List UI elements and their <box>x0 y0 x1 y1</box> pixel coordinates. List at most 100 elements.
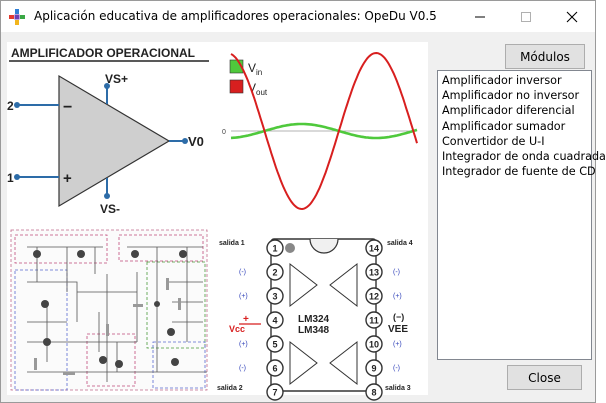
maximize-button[interactable] <box>503 1 549 32</box>
legend-vout-label: Vout <box>248 81 268 97</box>
resistor-3 <box>178 298 181 310</box>
close-window-button[interactable] <box>549 1 595 32</box>
module-item[interactable]: Integrador de onda cuadrada <box>442 150 606 164</box>
module-item[interactable]: Convertidor de U-I <box>442 134 545 148</box>
module-item[interactable]: Amplificador sumador <box>442 119 566 133</box>
chip-pin-number: 13 <box>369 268 379 278</box>
chip-name-lm348: LM348 <box>298 325 330 336</box>
transistor-q10 <box>171 358 179 366</box>
pin-2-polarity: (-) <box>239 269 246 276</box>
opamp-a-symbol <box>289 262 318 308</box>
vs-minus-label: VS- <box>100 202 120 216</box>
chip-pin-number: 11 <box>369 316 379 326</box>
salida-3-label: salida 3 <box>385 385 411 392</box>
chip-pin-number: 14 <box>369 244 379 254</box>
chip-pin-circle <box>365 239 383 257</box>
resistor-2 <box>166 278 169 290</box>
minimize-button[interactable] <box>457 1 503 32</box>
opamp-b-symbol <box>289 340 318 386</box>
window-title: Aplicación educativa de amplificadores o… <box>34 9 437 23</box>
chip-pin-circle <box>365 359 383 377</box>
chip-pin-number: 7 <box>272 388 277 398</box>
pin-5-polarity: (+) <box>239 341 248 348</box>
chip-pin-circle <box>365 383 383 401</box>
transistor-q3 <box>131 250 139 258</box>
chip-pin-circle <box>365 311 383 329</box>
transistor-q6 <box>43 338 51 346</box>
wave-zero-label: 0 <box>222 129 226 136</box>
schematic-section-f <box>152 341 206 389</box>
pin-3-polarity: (+) <box>239 293 248 300</box>
opamp-triangle <box>58 74 171 208</box>
transistor-q1 <box>33 250 41 258</box>
pin-10-polarity: (+) <box>393 341 402 348</box>
transistor-q5 <box>41 300 49 308</box>
resistor-4 <box>34 358 37 370</box>
transistor-q8 <box>115 360 123 368</box>
client-area: AMPLIFICADOR OPERACIONAL 2 1 − + VS+ VS- <box>1 32 606 402</box>
schematic-section-a <box>14 234 108 264</box>
minimize-icon <box>475 16 485 17</box>
vcc-plus-sign: + <box>243 314 249 325</box>
internal-schematic <box>10 229 208 391</box>
chip-pin-circle <box>266 335 284 353</box>
pin-1-label: 1 <box>7 171 14 185</box>
chip-pin-number: 8 <box>371 388 376 398</box>
chip-pin-number: 9 <box>371 364 376 374</box>
pin-2-label: 2 <box>7 99 14 113</box>
vee-minus-label: (−) <box>393 312 404 322</box>
opamp-c-symbol <box>329 340 358 386</box>
chip-pin-circle <box>365 287 383 305</box>
transistor-q9 <box>167 328 175 336</box>
illustration-canvas: AMPLIFICADOR OPERACIONAL 2 1 − + VS+ VS- <box>7 46 418 401</box>
vee-label: VEE <box>388 324 408 335</box>
module-item[interactable]: Integrador de fuente de CD <box>442 165 596 179</box>
chip-notch <box>309 238 339 254</box>
pin-6-polarity: (-) <box>239 365 246 372</box>
input-terminal-1 <box>14 174 20 180</box>
salida-1-label: salida 1 <box>219 240 245 247</box>
output-terminal <box>182 138 188 144</box>
input-terminal-2 <box>14 102 20 108</box>
legend-vout-swatch <box>229 79 244 94</box>
chip-pin-circle <box>365 263 383 281</box>
transistor-q2 <box>77 250 85 258</box>
v0-label: V0 <box>188 134 204 149</box>
chip-pin-number: 3 <box>272 292 277 302</box>
chip-pin-circle <box>266 239 284 257</box>
modules-button[interactable]: Módulos <box>505 44 585 69</box>
vin-waveform <box>230 122 418 140</box>
noninverting-sign: + <box>63 170 72 187</box>
module-item[interactable]: Amplificador inversor <box>442 74 562 87</box>
pin-13-polarity: (-) <box>393 269 400 276</box>
chip-pin-circle <box>266 311 284 329</box>
opamp-illustration: AMPLIFICADOR OPERACIONAL 2 1 − + VS+ VS- <box>7 42 428 401</box>
chip-pin-circle <box>365 335 383 353</box>
salida-2-label: salida 2 <box>217 385 243 392</box>
resistor-5 <box>63 372 75 375</box>
title-bar[interactable]: Aplicación educativa de amplificadores o… <box>1 1 595 32</box>
schematic-section-b <box>118 234 204 262</box>
salida-4-label: salida 4 <box>387 240 413 247</box>
module-item[interactable]: Amplificador no inversor <box>442 89 580 103</box>
inverting-sign: − <box>63 99 72 116</box>
chip-pin-number: 5 <box>272 340 277 350</box>
chip-pin1-marker <box>285 243 295 253</box>
pin-9-polarity: (-) <box>393 365 400 372</box>
chip-pin-circle <box>266 359 284 377</box>
supply-terminal-positive <box>104 83 110 89</box>
chip-pin-circle <box>266 287 284 305</box>
chip-pin-number: 10 <box>369 340 379 350</box>
module-item[interactable]: Amplificador diferencial <box>442 104 575 118</box>
opamp-d-symbol <box>329 262 358 308</box>
chip-pin-number: 4 <box>272 316 277 326</box>
chip-pin-number: 1 <box>272 244 277 254</box>
close-button[interactable]: Close <box>507 365 582 390</box>
schematic-section-d <box>14 269 68 391</box>
capacitor-1 <box>133 304 143 307</box>
supply-terminal-negative <box>104 193 110 199</box>
transistor-q7 <box>99 356 107 364</box>
